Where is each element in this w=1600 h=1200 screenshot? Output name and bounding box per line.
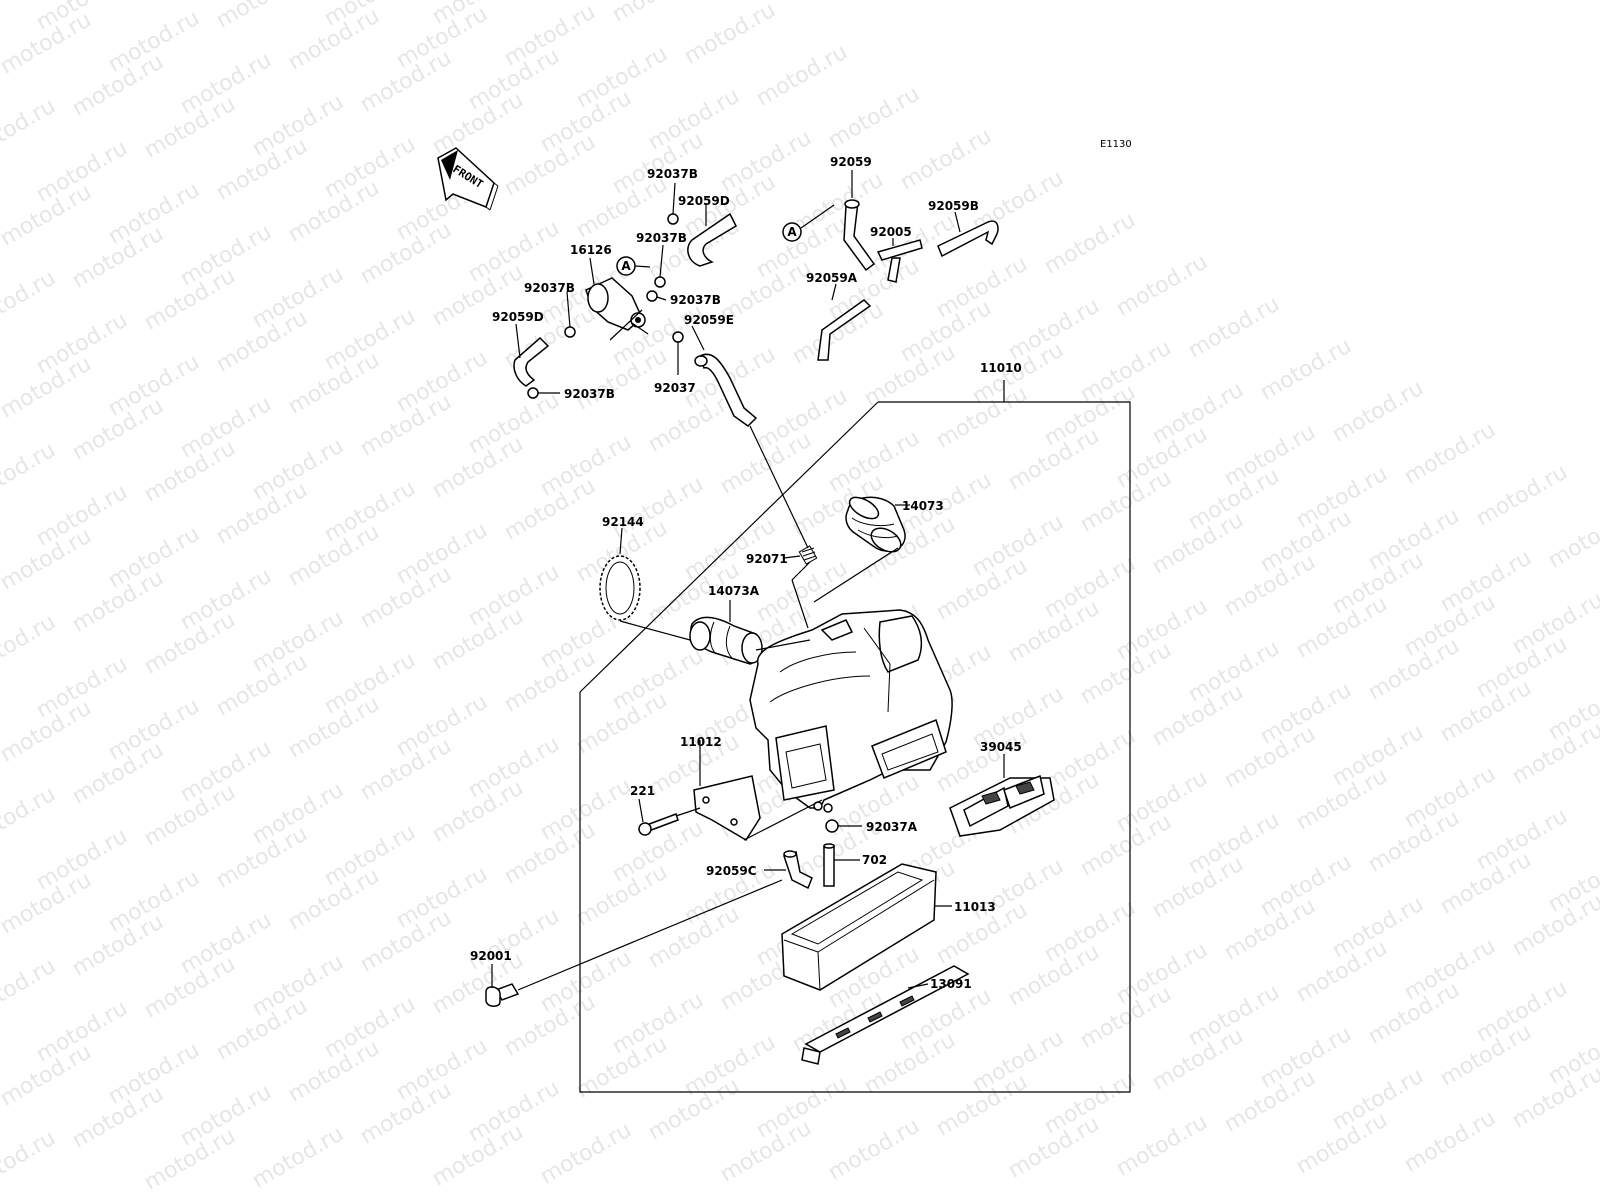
clip-92037b-5 — [527, 387, 539, 399]
hose-92059e — [699, 353, 758, 427]
label-92037: 92037 — [654, 381, 696, 395]
label-92059b: 92059B — [928, 199, 979, 213]
label-11013: 11013 — [954, 900, 996, 914]
label-92144: 92144 — [602, 515, 644, 529]
plate-11012 — [693, 775, 761, 842]
label-92037b-1: 92037B — [647, 167, 698, 181]
label-92059a: 92059A — [806, 271, 858, 285]
hose-92059d-upper — [687, 212, 737, 267]
marker-a-right: A — [782, 204, 835, 242]
part-39045 — [949, 774, 1055, 837]
label-92059: 92059 — [830, 155, 872, 169]
clip-92037b-3 — [564, 326, 576, 338]
duct-14073a — [689, 616, 763, 665]
label-92037b-2: 92037B — [636, 231, 687, 245]
label-13091: 13091 — [930, 977, 972, 991]
label-92005: 92005 — [870, 225, 912, 239]
valve-16126 — [585, 277, 646, 331]
label-14073a: 14073A — [708, 584, 760, 598]
marker-a-left: A — [616, 256, 651, 276]
label-221: 221 — [630, 784, 655, 798]
clip-92037b-4 — [646, 290, 658, 302]
front-arrow-icon: FRONT — [437, 147, 499, 211]
label-39045: 39045 — [980, 740, 1022, 754]
label-92059e: 92059E — [684, 313, 734, 327]
label-92059d-1: 92059D — [678, 194, 730, 208]
clip-92037a — [825, 819, 839, 833]
label-92059c: 92059C — [706, 864, 757, 878]
label-16126: 16126 — [570, 243, 612, 257]
clip-92037b-2 — [654, 276, 666, 288]
plate-13091 — [801, 965, 970, 1065]
label-14073: 14073 — [902, 499, 944, 513]
element-11013 — [781, 863, 937, 991]
label-92037b-4: 92037B — [670, 293, 721, 307]
bolt-92001 — [485, 983, 520, 1007]
air-cleaner-housing — [749, 609, 953, 813]
part-labels: 92037B 92059D 92037B 16126 92037B 92037B… — [470, 155, 1022, 991]
clip-92037-1 — [672, 331, 684, 343]
label-11010: 11010 — [980, 361, 1022, 375]
hose-92059a — [817, 299, 872, 361]
label-92071: 92071 — [746, 552, 788, 566]
label-92037b-5: 92037B — [564, 387, 615, 401]
marker-a-right-letter: A — [787, 225, 797, 239]
label-92037a: 92037A — [866, 820, 918, 834]
label-702: 702 — [862, 853, 887, 867]
label-92059d-2: 92059D — [492, 310, 544, 324]
label-11012: 11012 — [680, 735, 722, 749]
label-92001: 92001 — [470, 949, 512, 963]
hose-92059b — [937, 220, 999, 258]
diagram-code: E1130 — [1100, 139, 1132, 150]
marker-a-left-letter: A — [621, 259, 631, 273]
duct-14073 — [845, 496, 906, 553]
joint-92005 — [876, 239, 923, 261]
spring-92071 — [798, 545, 818, 565]
screw-221 — [638, 813, 679, 836]
assembly-box-11010 — [579, 401, 1131, 1093]
label-92037b-3: 92037B — [524, 281, 575, 295]
leader-lines — [491, 170, 1005, 991]
band-92144 — [599, 555, 641, 621]
elbow-92059c — [783, 850, 813, 890]
tube-702 — [823, 843, 835, 887]
clip-92037b-1 — [667, 213, 679, 225]
hose-92059d-lower — [513, 336, 550, 387]
